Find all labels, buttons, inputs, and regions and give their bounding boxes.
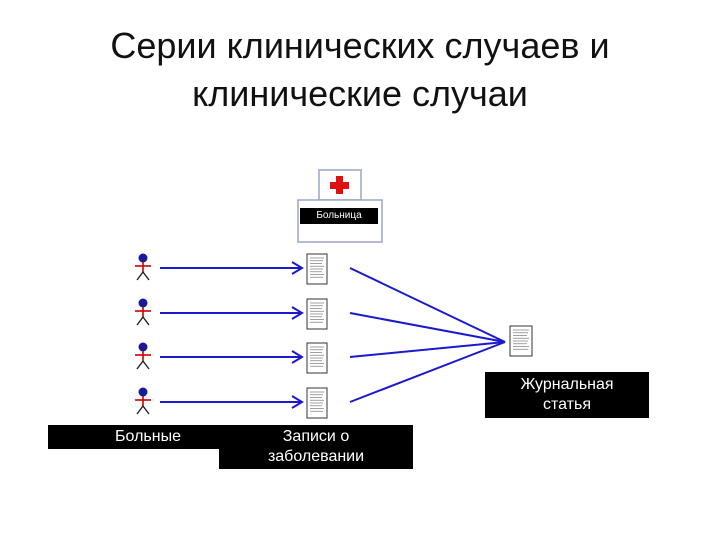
- arrow: [160, 350, 304, 364]
- connector-line: [349, 312, 506, 343]
- arrow: [160, 261, 304, 275]
- article-label-line-1: Журнальная: [520, 376, 614, 393]
- person-head: [138, 387, 148, 397]
- records-label: Записи о заболевании: [219, 425, 413, 469]
- person-icon: [135, 387, 151, 415]
- hospital-label: Больница: [300, 208, 378, 224]
- patients-group: [135, 253, 151, 415]
- person-head: [138, 342, 148, 352]
- person-leg: [142, 316, 150, 326]
- article-page: [509, 325, 533, 357]
- record-document: [306, 387, 328, 419]
- title-line-1: Серии клинических случаев и: [110, 25, 610, 66]
- title-line-2: клинические случаи: [192, 73, 528, 114]
- article-label-line-2: статья: [542, 396, 592, 413]
- patients-label: Больные: [48, 425, 248, 449]
- arrow-head: [291, 261, 304, 275]
- red-cross-icon: [330, 176, 349, 194]
- person-leg: [136, 360, 144, 370]
- record-document: [306, 253, 328, 285]
- patients-label-text: Больные: [115, 428, 181, 445]
- person-icon: [135, 298, 151, 326]
- arrow-head: [291, 306, 304, 320]
- person-head: [138, 298, 148, 308]
- records-label-line-1: Записи о: [282, 428, 350, 445]
- person-head: [138, 253, 148, 263]
- person-icon: [135, 342, 151, 370]
- person-leg: [142, 405, 150, 415]
- person-leg: [136, 316, 144, 326]
- person-leg: [142, 360, 150, 370]
- person-leg: [142, 271, 150, 281]
- arrow: [160, 306, 304, 320]
- record-document: [306, 298, 328, 330]
- records-group: [306, 253, 328, 419]
- records-label-line-2: заболевании: [267, 448, 365, 465]
- journal-article-document: [509, 325, 533, 357]
- arrow-head: [291, 395, 304, 409]
- person-leg: [136, 405, 144, 415]
- article-label: Журнальная статья: [485, 372, 649, 418]
- patient-arrows: [160, 261, 304, 409]
- arrow-head: [291, 350, 304, 364]
- record-arrows: [349, 267, 506, 403]
- arrow: [160, 395, 304, 409]
- person-icon: [135, 253, 151, 281]
- hospital: [297, 169, 383, 243]
- person-leg: [136, 271, 144, 281]
- page-title: Серии клинических случаев и клинические …: [60, 22, 660, 118]
- connector-line: [349, 267, 506, 343]
- connector-line: [349, 341, 506, 403]
- connector-line: [349, 341, 506, 358]
- record-document: [306, 342, 328, 374]
